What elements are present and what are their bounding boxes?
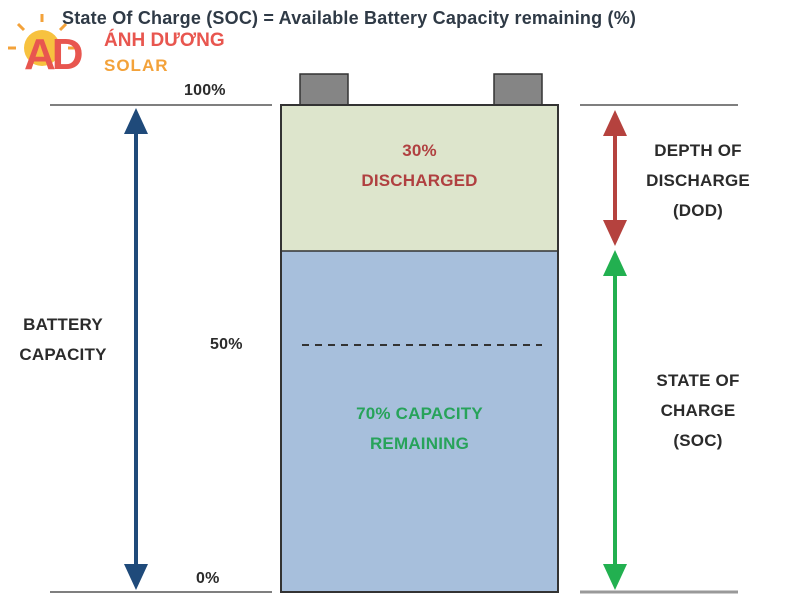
dod-arrow-head-up — [603, 110, 627, 136]
logo-brand-name: ÁNH DƯƠNG — [104, 30, 225, 51]
capacity-arrow-head-down — [124, 564, 148, 590]
remaining-section — [281, 251, 558, 592]
discharged-section — [281, 105, 558, 251]
remaining-text: 70% CAPACITY REMAINING — [281, 399, 558, 459]
discharged-percent: 30% — [402, 141, 437, 160]
dod-label: DEPTH OF DISCHARGE (DOD) — [630, 136, 766, 226]
level-0-label: 0% — [196, 570, 220, 587]
soc-arrow-head-up — [603, 250, 627, 276]
soc-arrow-head-down — [603, 564, 627, 590]
remaining-caption: REMAINING — [369, 434, 470, 453]
terminal-left — [299, 73, 349, 106]
level-50-label: 50% — [210, 336, 243, 353]
dod-line1: DEPTH OF — [654, 141, 742, 160]
battery-capacity-label: BATTERY CAPACITY — [4, 310, 122, 370]
logo-sun-icon — [8, 14, 76, 66]
discharged-text: 30% DISCHARGED — [281, 136, 558, 196]
remaining-percent: 70% CAPACITY — [356, 404, 483, 423]
logo-mark: AD — [24, 30, 84, 79]
soc-line3: (SOC) — [673, 431, 723, 450]
discharged-caption: DISCHARGED — [361, 171, 478, 190]
battery-capacity-line1: BATTERY — [23, 315, 103, 334]
diagram-title: State Of Charge (SOC) = Available Batter… — [62, 8, 637, 28]
level-100-label: 100% — [184, 82, 226, 99]
capacity-arrow-head-up — [124, 108, 148, 134]
soc-line1: STATE OF — [656, 371, 740, 390]
dod-line3: (DOD) — [672, 201, 724, 220]
terminal-right — [493, 73, 543, 106]
battery-outline — [280, 104, 559, 593]
battery-capacity-line2: CAPACITY — [19, 345, 107, 364]
dod-line2: DISCHARGE — [646, 171, 750, 190]
soc-line2: CHARGE — [660, 401, 736, 420]
dod-arrow-head-down — [603, 220, 627, 246]
logo-brand-sub: SOLAR — [104, 56, 169, 75]
soc-label: STATE OF CHARGE (SOC) — [630, 366, 766, 456]
